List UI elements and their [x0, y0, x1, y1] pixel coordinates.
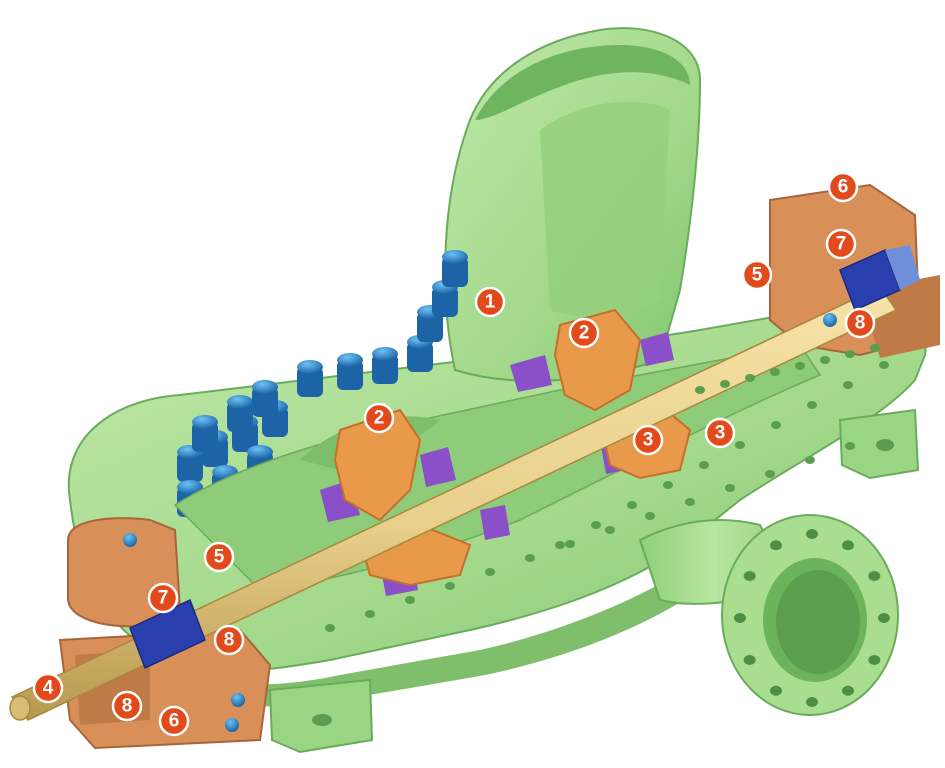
flange-hole	[842, 540, 854, 550]
svg-text:4: 4	[43, 678, 54, 699]
svg-text:8: 8	[122, 696, 133, 717]
svg-text:1: 1	[485, 292, 496, 313]
casing-hole	[627, 501, 637, 509]
casing-hole	[405, 596, 415, 604]
callout-6: 6	[160, 707, 188, 735]
casing-hole	[745, 374, 755, 382]
bolt-head-icon	[252, 380, 278, 394]
bolt-head-icon	[247, 445, 273, 459]
flange-hole	[770, 686, 782, 696]
callout-2: 2	[365, 404, 393, 432]
flange-hole	[868, 655, 880, 665]
flange-hole	[744, 655, 756, 665]
svg-text:6: 6	[838, 177, 849, 198]
svg-text:8: 8	[224, 630, 235, 651]
svg-text:2: 2	[374, 408, 385, 429]
casing-hole	[699, 461, 709, 469]
casing-hole	[525, 554, 535, 562]
bolt-head-icon	[227, 395, 253, 409]
casing-hole	[807, 401, 817, 409]
casing-hole	[365, 610, 375, 618]
svg-text:3: 3	[715, 423, 726, 444]
casing-hole	[765, 470, 775, 478]
casing-hole	[695, 386, 705, 394]
casing-hole	[845, 350, 855, 358]
casing-hole	[485, 568, 495, 576]
casing-hole	[685, 498, 695, 506]
flange-hole	[734, 613, 746, 623]
callout-1: 1	[476, 288, 504, 316]
svg-text:7: 7	[158, 588, 169, 609]
flange-hole	[806, 529, 818, 539]
flange-hole	[878, 613, 890, 623]
callout-3: 3	[706, 419, 734, 447]
casing-hole	[720, 380, 730, 388]
casing-hole	[663, 481, 673, 489]
casing-hole	[555, 541, 565, 549]
flange-hole	[842, 686, 854, 696]
discharge-flange	[640, 515, 898, 715]
svg-text:8: 8	[855, 313, 866, 334]
casing-hole	[805, 456, 815, 464]
flange-hole	[806, 697, 818, 707]
callout-5: 5	[205, 543, 233, 571]
casing-hole	[770, 368, 780, 376]
callout-7: 7	[827, 230, 855, 258]
svg-text:6: 6	[169, 711, 180, 732]
flange-hole	[868, 571, 880, 581]
casing-hole	[879, 361, 889, 369]
callout-4: 4	[34, 674, 62, 702]
bolt-head-icon	[372, 347, 398, 361]
casing-hole	[605, 526, 615, 534]
svg-text:3: 3	[643, 430, 654, 451]
casing-hole	[820, 356, 830, 364]
callout-5: 5	[743, 261, 771, 289]
casing-hole	[795, 362, 805, 370]
bolt-head-icon	[192, 415, 218, 429]
svg-text:7: 7	[836, 234, 847, 255]
casing-hole	[725, 484, 735, 492]
callout-7: 7	[149, 584, 177, 612]
casing-hole	[325, 624, 335, 632]
flange-hole	[770, 540, 782, 550]
callout-8: 8	[215, 626, 243, 654]
bolt-head-icon	[442, 250, 468, 264]
callout-6: 6	[829, 173, 857, 201]
bolt-head-icon	[297, 360, 323, 374]
callout-2: 2	[570, 319, 598, 347]
flange-hole	[744, 571, 756, 581]
casing-hole	[845, 442, 855, 450]
callout-8: 8	[846, 309, 874, 337]
svg-text:5: 5	[752, 265, 763, 286]
casing-hole	[565, 540, 575, 548]
svg-text:5: 5	[214, 547, 225, 568]
bolt-head-icon	[337, 353, 363, 367]
casing-hole	[870, 344, 880, 352]
casing-hole	[645, 512, 655, 520]
callout-3: 3	[634, 426, 662, 454]
casing-hole	[843, 381, 853, 389]
casing-hole	[771, 421, 781, 429]
callout-8: 8	[113, 692, 141, 720]
casing-hole	[735, 441, 745, 449]
svg-text:2: 2	[579, 323, 590, 344]
casing-hole	[445, 582, 455, 590]
casing-hole	[591, 521, 601, 529]
